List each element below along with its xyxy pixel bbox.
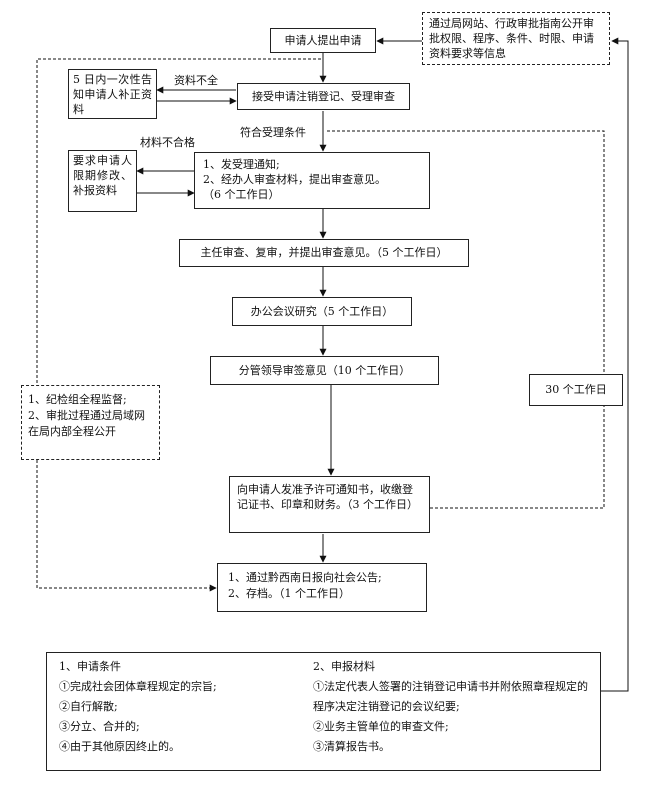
conditions-section: 1、申请条件 ①完成社会团体章程规定的宗旨; ②自行解散; ③分立、合并的; ④… [59,657,299,757]
director-text: 主任审查、复审，并提出审查意见。（5 个工作日） [200,246,448,259]
issue-text: 向申请人发准予许可通知书，收缴登记证书、印章和财务。（3 个工作日） [237,483,418,511]
material-item: ③清算报告书。 [313,740,390,753]
meeting-node: 办公会议研究（5 个工作日） [232,297,412,326]
supervise-line-2: 2、审批过程通过局域网在局内部全程公开 [28,409,145,438]
edge-thirty-days-loop [325,130,605,509]
review-node: 1、发受理通知; 2、经办人审查材料，提出审查意见。 （6 个工作日） [194,152,430,209]
conditions-title: 1、申请条件 [59,660,121,673]
thirty-days-node: 30 个工作日 [529,374,623,406]
edge-label-unqualified: 材料不合格 [140,136,195,149]
info-node: 通过局网站、行政审批指南公开审批权限、程序、条件、时限、申请资料要求等信息 [422,12,610,65]
apply-text: 申请人提出申请 [284,33,362,47]
announce-node: 1、通过黔西南日报向社会公告; 2、存档。（1 个工作日） [217,563,427,612]
condition-item: ②自行解散; [59,700,118,713]
announce-line-1: 1、通过黔西南日报向社会公告; [228,571,382,584]
material-item: ①法定代表人签署的注销登记申请书并附依照章程规定的程序决定注销登记的会议纪要; [313,680,588,713]
accept-node: 接受申请注销登记、受理审查 [237,83,410,110]
edge-label-meets: 符合受理条件 [240,126,306,139]
thirty-days-text: 30 个工作日 [545,383,607,396]
supervise-node: 1、纪检组全程监督; 2、审批过程通过局域网在局内部全程公开 [21,385,160,460]
condition-item: ①完成社会团体章程规定的宗旨; [59,680,217,693]
condition-item: ③分立、合并的; [59,720,140,733]
edge-label-incomplete: 资料不全 [174,74,218,87]
info-text: 通过局网站、行政审批指南公开审批权限、程序、条件、时限、申请资料要求等信息 [429,17,594,60]
supervise-line-1: 1、纪检组全程监督; [28,393,127,406]
material-item: ②业务主管单位的审查文件; [313,720,449,733]
apply-node: 申请人提出申请 [270,28,376,53]
edge-supervise-left [36,58,321,592]
condition-item: ④由于其他原因终止的。 [59,740,180,753]
meeting-text: 办公会议研究（5 个工作日） [250,304,394,318]
issue-node: 向申请人发准予许可通知书，收缴登记证书、印章和财务。（3 个工作日） [229,476,430,533]
require-fix-node: 要求申请人限期修改、补报资料 [68,150,137,212]
leader-text: 分管领导审签意见（10 个工作日） [238,363,411,377]
notify-once-node: 5 日内一次性告知申请人补正资料 [68,69,157,119]
leader-node: 分管领导审签意见（10 个工作日） [210,356,439,385]
notify-once-text: 5 日内一次性告知申请人补正资料 [73,73,152,116]
announce-line-2: 2、存档。（1 个工作日） [228,587,350,600]
review-line-1: 1、发受理通知; [203,158,280,171]
materials-section: 2、申报材料 ①法定代表人签署的注销登记申请书并附依照章程规定的程序决定注销登记… [313,657,595,757]
accept-text: 接受申请注销登记、受理审查 [252,89,395,103]
edge-panel-to-info [601,37,629,692]
materials-title: 2、申报材料 [313,660,375,673]
review-line-2: 2、经办人审查材料，提出审查意见。 [203,173,386,186]
require-fix-text: 要求申请人限期修改、补报资料 [73,154,132,197]
review-line-3: （6 个工作日） [203,188,280,201]
conditions-materials-panel: 1、申请条件 ①完成社会团体章程规定的宗旨; ②自行解散; ③分立、合并的; ④… [46,652,601,771]
director-node: 主任审查、复审，并提出审查意见。（5 个工作日） [179,239,469,267]
